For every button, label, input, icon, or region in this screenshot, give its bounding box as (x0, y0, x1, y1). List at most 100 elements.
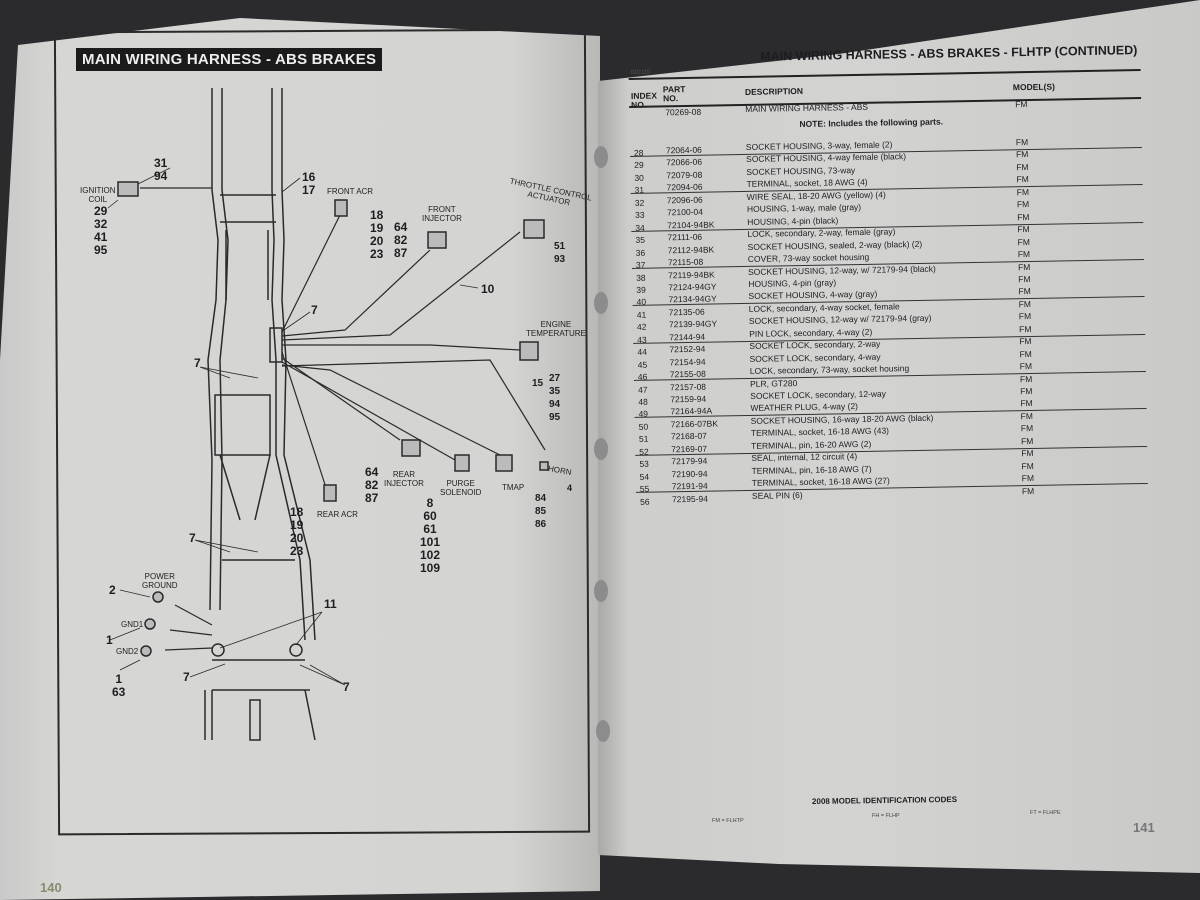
model: FM (1019, 361, 1033, 372)
part-number: 72104-94BK (667, 219, 715, 231)
description: HOUSING, 4-pin (black) (747, 215, 839, 227)
model: FM (1018, 298, 1032, 310)
description: SOCKET HOUSING, 12-way, w/ 72179-94 (bla… (747, 263, 936, 277)
description: COVER, 73-way socket housing (747, 251, 870, 264)
label-engine-temperature: ENGINE TEMPERATURE (526, 320, 586, 338)
part-number: 72164-94A (670, 406, 713, 417)
binding-hole (596, 720, 610, 742)
model: FM (1019, 348, 1032, 359)
callout-15: 15 (532, 378, 544, 389)
description: PIN LOCK, secondary, 4-way (2) (749, 326, 873, 339)
part-number: 72155-08 (669, 368, 706, 380)
harness-branches (140, 187, 546, 651)
part-number: 72195-94 (671, 493, 709, 504)
model: FM (1020, 398, 1033, 409)
model: FM (1015, 99, 1028, 110)
description: TERMINAL, socket, 16-18 AWG (27) (751, 475, 890, 489)
part-number: 72096-06 (666, 194, 703, 206)
part-number: 72111-06 (667, 231, 703, 243)
part-number: 72168-07 (670, 431, 707, 442)
leader-lines (107, 167, 479, 686)
part-number: 72139-94GY (668, 318, 718, 330)
label-rear-acr: REAR ACR (317, 510, 358, 519)
model: FM (1020, 423, 1034, 434)
callout-horn: 4 (567, 483, 573, 493)
description: TERMINAL, pin, 16-20 AWG (2) (751, 438, 872, 451)
part-number: 72135-06 (668, 306, 705, 318)
page-number-right: 141 (1133, 820, 1155, 835)
description: HOUSING, 1-way, male (gray) (746, 202, 862, 215)
description: SOCKET LOCK, secondary, 2-way (749, 338, 881, 352)
description: SOCKET HOUSING, 73-way (746, 164, 856, 177)
callout-tmap: 84 85 86 (535, 493, 547, 530)
model: FM (1018, 273, 1031, 285)
model: FM (1020, 410, 1033, 422)
model: FM (1020, 435, 1034, 446)
description: LOCK, secondary, 73-way, socket housing (749, 363, 910, 377)
description: SOCKET LOCK, secondary, 12-way (750, 388, 887, 401)
callout-rear-injector: 64 82 87 (365, 465, 379, 505)
callout-16-17: 16 17 (302, 170, 316, 197)
callout-ignition-coil-bottom: 29 32 41 95 (94, 204, 108, 257)
description: SEAL, internal, 12 circuit (4) (751, 451, 858, 464)
connectors (117, 181, 549, 657)
description: TERMINAL, socket, 16-18 AWG (43) (750, 425, 890, 439)
model: FM (1015, 137, 1029, 148)
part-number: 72112-94BK (667, 244, 715, 255)
description: MAIN WIRING HARNESS - ABS (745, 101, 869, 114)
part-number: 72157-08 (669, 381, 707, 392)
description: TERMINAL, pin, 16-18 AWG (7) (751, 463, 872, 476)
part-number: 72064-06 (665, 144, 702, 156)
page-number-left: 140 (40, 880, 62, 895)
part-number: 72119-94BK (668, 269, 715, 280)
part-number: 72124-94GY (668, 281, 717, 293)
description: WIRE SEAL, 18-20 AWG (yellow) (4) (746, 189, 886, 202)
part-number: 72066-06 (666, 157, 703, 168)
callout-throttle: 51 93 (554, 241, 566, 265)
part-number: 72144-94 (669, 331, 706, 343)
description: SOCKET HOUSING, sealed, 2-way (black) (2… (747, 238, 923, 252)
description: TERMINAL, socket, 18 AWG (4) (746, 177, 868, 190)
callout-7: 7 (189, 531, 196, 545)
label-tmap: TMAP (502, 483, 525, 492)
callout-11: 11 (324, 597, 337, 611)
model: FM (1019, 323, 1032, 334)
part-number: 72100-04 (666, 206, 704, 218)
model: FM (1017, 236, 1030, 247)
binding-hole (594, 146, 608, 168)
description: WEATHER PLUG, 4-way (2) (750, 401, 859, 414)
model-code: FH = FLHP (872, 813, 900, 819)
callout-7: 7 (311, 303, 318, 317)
callout-7: 7 (194, 356, 201, 370)
model: FM (1021, 448, 1034, 459)
model: FM (1016, 199, 1030, 210)
description: SOCKET HOUSING, 3-way, female (2) (745, 139, 893, 152)
model: FM (1017, 224, 1030, 235)
part-number: 72179-94 (671, 455, 708, 467)
label-power-ground: POWER GROUND (142, 572, 178, 590)
model: FM (1020, 385, 1033, 397)
part-number: 72094-06 (666, 182, 703, 193)
label-purge-solenoid: PURGE SOLENOID (440, 479, 482, 497)
header-part: PART NO. (662, 84, 686, 104)
binding-hole (594, 292, 608, 314)
part-number: 72154-94 (669, 356, 706, 367)
model: FM (1016, 174, 1029, 185)
model: FM (1016, 161, 1029, 173)
part-number: 72159-94 (670, 393, 707, 405)
model: FM (1017, 249, 1031, 260)
callout-engine-temperature: 27 35 94 95 (549, 373, 561, 423)
callout-purge-solenoid: 8 60 61 101 102 109 (420, 496, 441, 575)
description: SOCKET HOUSING, 4-way (gray) (748, 289, 878, 302)
model: FM (1015, 149, 1029, 160)
description: PLR, GT280 (749, 377, 798, 389)
part-number: 72115-08 (667, 256, 704, 268)
part-number: 72134-94GY (668, 293, 717, 305)
model: FM (1017, 211, 1030, 222)
index-number: 56 (639, 496, 650, 507)
callout-10: 10 (481, 282, 495, 296)
model: FM (1018, 286, 1031, 297)
model: FM (1018, 311, 1032, 322)
header-models: MODEL(S) (1012, 81, 1055, 93)
model: FM (1019, 336, 1032, 347)
